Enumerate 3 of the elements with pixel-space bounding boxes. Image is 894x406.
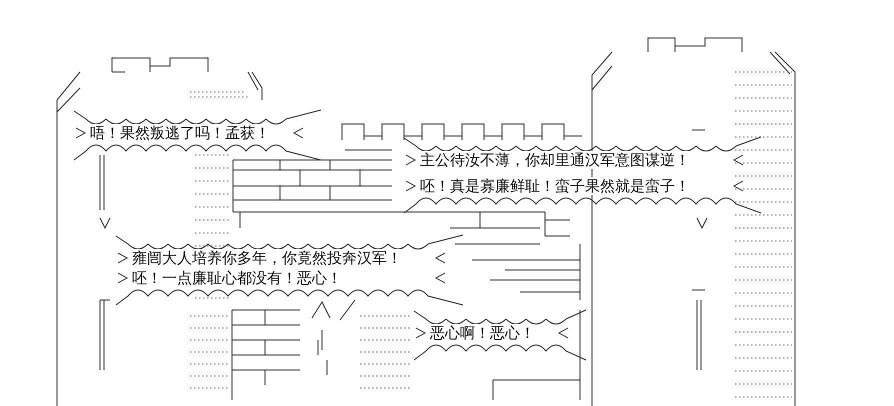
speech-text: 雍闿大人培养你多年，你竟然投奔汉军！ bbox=[132, 249, 402, 267]
speech-text: 主公待汝不薄，你却里通汉军意图谋逆！ bbox=[420, 151, 690, 169]
speech-text: 恶心啊！恶心！ bbox=[430, 324, 535, 342]
